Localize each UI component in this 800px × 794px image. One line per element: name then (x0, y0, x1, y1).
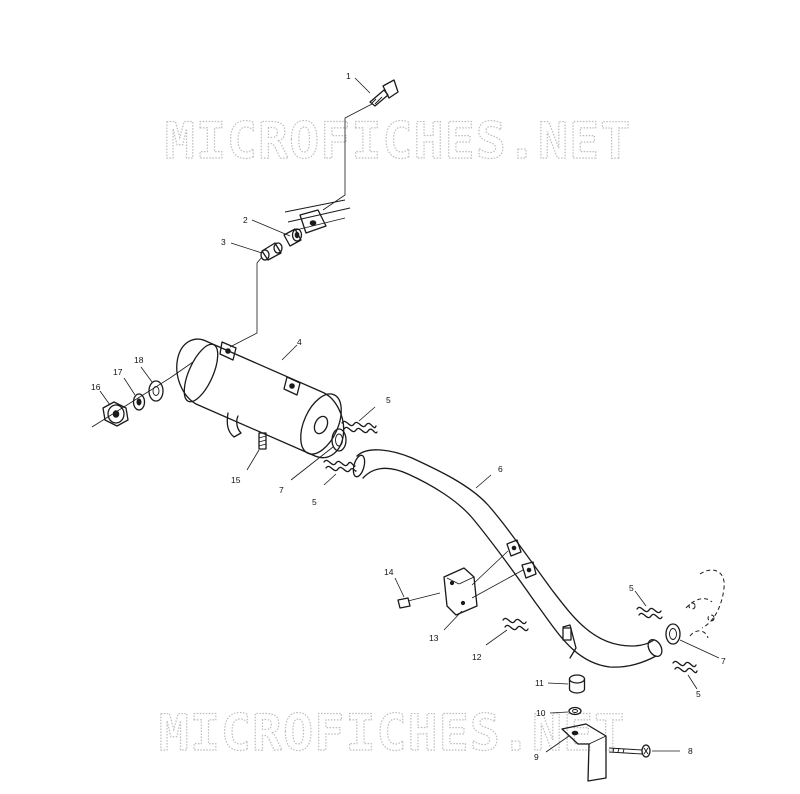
callout-5-b: 5 (312, 497, 317, 507)
callout-1: 1 (346, 71, 351, 81)
watermark-bottom: MICROFICHES.NET (159, 704, 626, 762)
callout-16: 16 (91, 382, 101, 392)
callout-5-d: 5 (696, 689, 701, 699)
callout-18: 18 (134, 355, 144, 365)
part-9-mount-bracket (545, 723, 607, 782)
part-15-screw (246, 432, 267, 471)
stud-axis (91, 377, 171, 428)
callout-5-a: 5 (386, 395, 391, 405)
part-11-grommet (547, 674, 586, 694)
part-3-sleeve (230, 242, 283, 261)
part-1-bolt (354, 77, 399, 107)
frame-bracket (284, 199, 351, 234)
part-5-spring-right-lower (672, 660, 698, 690)
part-17-lock-washer (123, 377, 146, 411)
callout-4: 4 (297, 337, 302, 347)
part-5-spring-upper (341, 406, 378, 434)
part-12-spring (485, 617, 529, 646)
assembly-line-2 (229, 256, 263, 348)
callout-6: 6 (498, 464, 503, 474)
part-7-gasket-muffler (290, 428, 347, 481)
callout-13: 13 (429, 633, 439, 643)
part-5-spring-right-upper (634, 590, 663, 620)
callout-15: 15 (231, 475, 241, 485)
part-16-nut (99, 390, 129, 427)
part-10-washer (549, 706, 582, 716)
callout-8: 8 (688, 746, 693, 756)
part-5-spring-lower (323, 459, 357, 486)
part-6-exhaust-pipe (352, 449, 663, 668)
leader-4 (281, 344, 298, 361)
callout-7-a: 7 (279, 485, 284, 495)
part-14-screw (394, 577, 441, 609)
callout-12: 12 (472, 652, 482, 662)
engine-exhaust-port (685, 569, 725, 639)
callout-3: 3 (221, 237, 226, 247)
part-13-clamp-bracket (443, 550, 524, 631)
callout-11: 11 (535, 678, 544, 688)
callout-17: 17 (113, 367, 123, 377)
callout-9: 9 (534, 752, 539, 762)
watermark-top: MICROFICHES.NET (165, 112, 632, 170)
part-8-bolt (608, 744, 680, 758)
part-18-washer (140, 366, 164, 402)
callout-14: 14 (384, 567, 394, 577)
part-4-muffler (169, 338, 345, 459)
callout-10: 10 (536, 708, 546, 718)
part-7-gasket-engine (665, 623, 720, 659)
callout-7-b: 7 (721, 656, 726, 666)
part-2-bushing (251, 219, 303, 247)
callout-2: 2 (243, 215, 248, 225)
callout-5-c: 5 (629, 583, 634, 593)
